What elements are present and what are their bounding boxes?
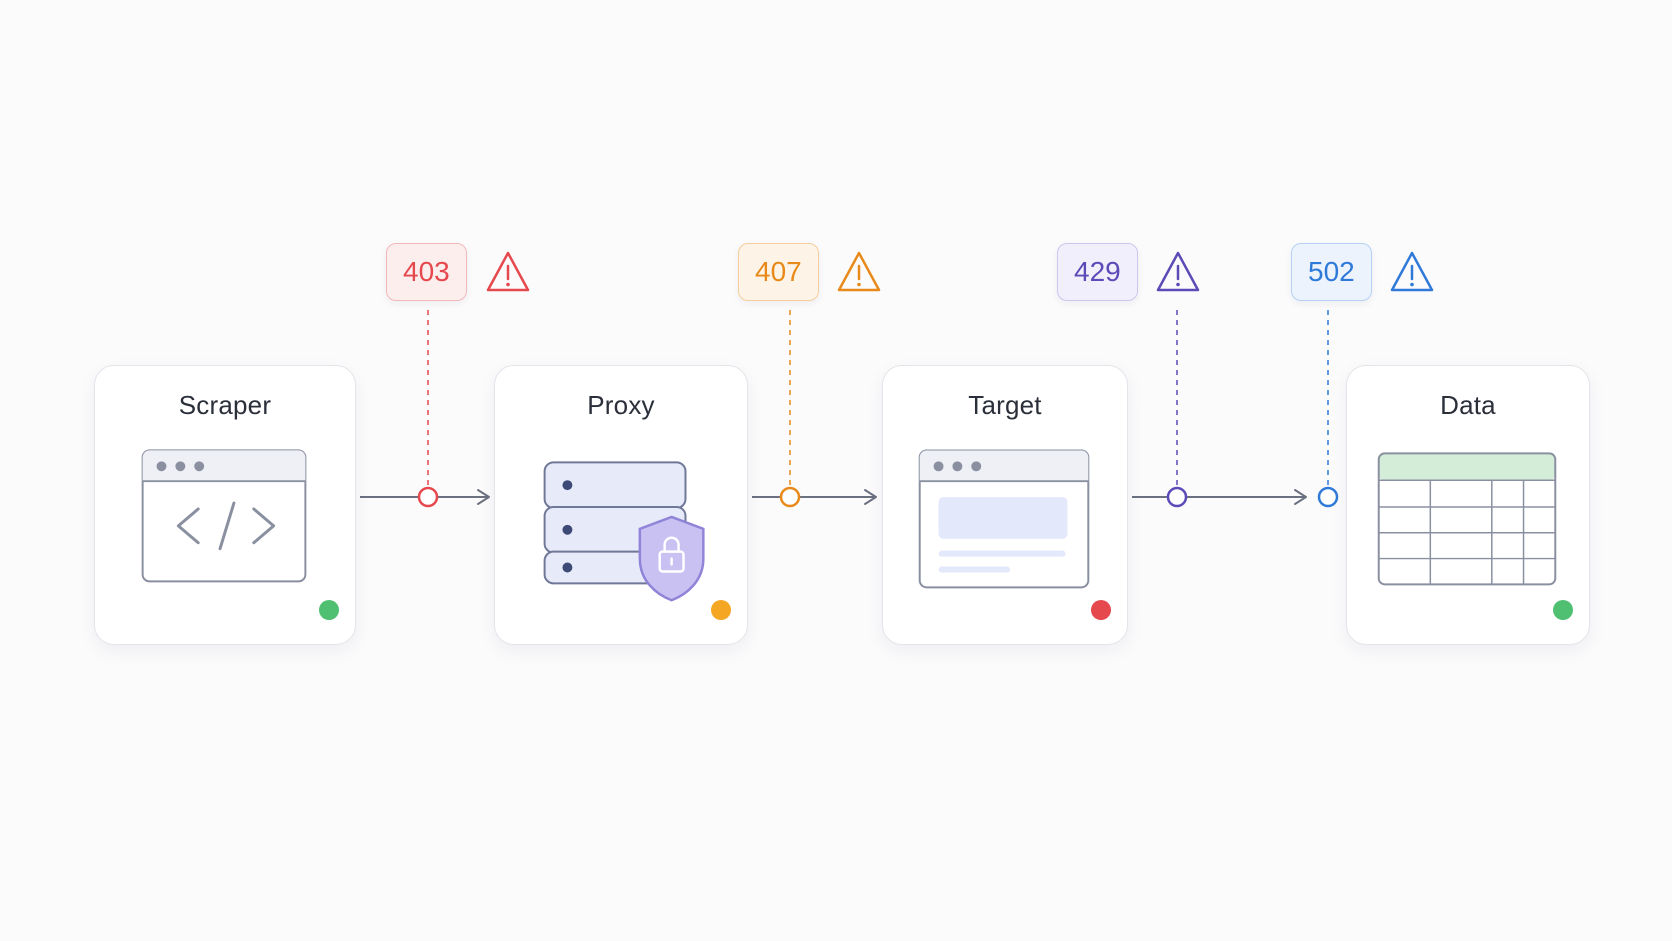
status-dot-proxy [711,600,731,620]
webpage-icon [918,449,1090,589]
arrow-head-icon [477,489,490,505]
scraper-node: Scraper [94,365,356,645]
node-title-data: Data [1440,390,1496,420]
proxy-server-icon [543,461,705,602]
code-window-icon [141,449,307,583]
shield-lock-icon [638,515,705,602]
warning-icon [1390,251,1434,292]
target-node: Target [882,365,1128,645]
warning-icon [1156,251,1200,292]
node-title-scraper: Scraper [178,390,272,420]
arrow-head-icon [1294,489,1307,505]
connector-marker [1317,486,1339,508]
proxy-node: Proxy [494,365,748,645]
status-dot-target [1091,600,1111,620]
error-code-403: 403 [386,243,467,301]
error-code-429: 429 [1057,243,1138,301]
connector-marker [1166,486,1188,508]
error-code-407: 407 [738,243,819,301]
status-dot-data [1553,600,1573,620]
status-dot-scraper [319,600,339,620]
node-title-proxy: Proxy [587,390,655,420]
arrow-head-icon [864,489,877,505]
connector-marker [779,486,801,508]
error-code-502: 502 [1291,243,1372,301]
data-node: Data [1346,365,1590,645]
connector-marker [417,486,439,508]
node-title-target: Target [968,390,1042,420]
warning-icon [837,251,881,292]
warning-icon [486,251,530,292]
table-icon [1377,452,1557,586]
